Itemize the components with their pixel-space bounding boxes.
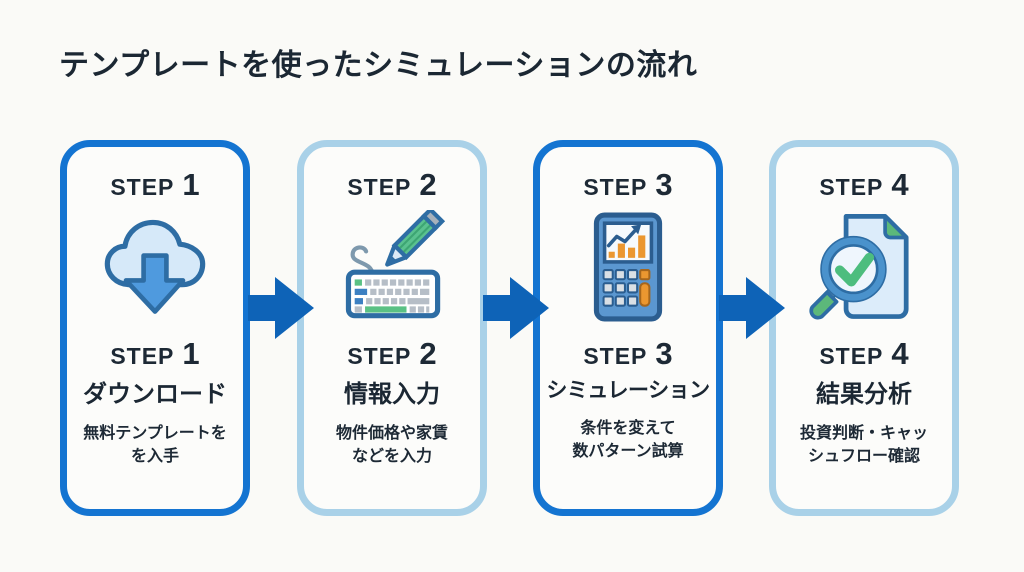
step-card-1: STEP 1 STEP 1 ダウンロード 無料テンプレートを を入手 — [60, 140, 250, 516]
step-mid-label-word: STEP — [110, 343, 175, 369]
step-header: STEP 1 — [110, 169, 199, 200]
step-mid-label-number: 2 — [419, 336, 437, 371]
step-title: 結果分析 — [816, 381, 912, 408]
keyboard-pencil-icon — [345, 210, 446, 319]
step-mid-label-word: STEP — [819, 343, 884, 369]
step-header: STEP 3 — [583, 169, 672, 200]
step-description-line: を入手 — [130, 448, 179, 466]
step-icon-box — [331, 208, 453, 326]
step-header-number: 2 — [419, 167, 437, 202]
step-title: シミュレーション — [546, 379, 710, 402]
step-header-number: 1 — [182, 167, 200, 202]
step-description-line: 物件価格や家賃 — [335, 425, 448, 442]
step-header-number: 3 — [655, 167, 673, 202]
step-title: ダウンロード — [83, 381, 227, 408]
step-card-2: STEP 2 — [297, 140, 487, 516]
step-header-label: STEP — [347, 174, 412, 200]
step-description-line: 数パターン試算 — [572, 443, 684, 461]
step-description: 投資判断・キャッ シュフロー確認 — [800, 422, 928, 468]
step-description: 条件を変えて 数パターン試算 — [572, 417, 683, 463]
step-icon-box — [94, 208, 216, 326]
step-mid-label: STEP 4 — [819, 338, 908, 369]
step-mid-label: STEP 1 — [110, 338, 199, 369]
step-header: STEP 2 — [347, 169, 436, 200]
step-header-label: STEP — [110, 174, 175, 200]
step-header-label: STEP — [819, 174, 884, 200]
step-description: 物件価格や家賃 などを入力 — [336, 422, 448, 468]
step-description-line: 投資判断・キャッ — [799, 425, 928, 442]
flow-arrow-icon — [248, 277, 314, 339]
step-mid-label-word: STEP — [583, 343, 648, 369]
document-check-magnifier-icon — [809, 214, 909, 320]
step-description-line: 条件を変えて — [580, 420, 676, 437]
step-description: 無料テンプレートを を入手 — [83, 422, 227, 468]
step-header-number: 4 — [891, 167, 909, 202]
step-mid-label: STEP 3 — [583, 338, 672, 369]
step-mid-label-number: 3 — [655, 336, 673, 371]
step-mid-label-number: 4 — [891, 336, 909, 371]
step-header: STEP 4 — [819, 169, 908, 200]
step-card-4: STEP 4 STEP 4 結果分析 投資判断・キャッ シュフロー確認 — [769, 140, 959, 516]
step-description-line: シュフロー確認 — [807, 448, 920, 466]
step-icon-box — [803, 208, 925, 326]
step-description-line: 無料テンプレートを — [83, 425, 227, 442]
step-description-line: などを入力 — [351, 448, 432, 466]
step-mid-label-number: 1 — [182, 336, 200, 371]
flow-arrow-icon — [483, 277, 549, 339]
step-title: 情報入力 — [344, 381, 440, 408]
flow-arrow-icon — [719, 277, 785, 339]
step-header-label: STEP — [583, 174, 648, 200]
page-title: テンプレートを使ったシミュレーションの流れ — [59, 49, 698, 82]
calculator-chart-icon — [593, 212, 663, 322]
step-mid-label-word: STEP — [347, 343, 412, 369]
step-card-3: STEP 3 — [533, 140, 723, 516]
cloud-download-icon — [104, 219, 206, 314]
step-mid-label: STEP 2 — [347, 338, 436, 369]
step-icon-box — [567, 208, 689, 326]
